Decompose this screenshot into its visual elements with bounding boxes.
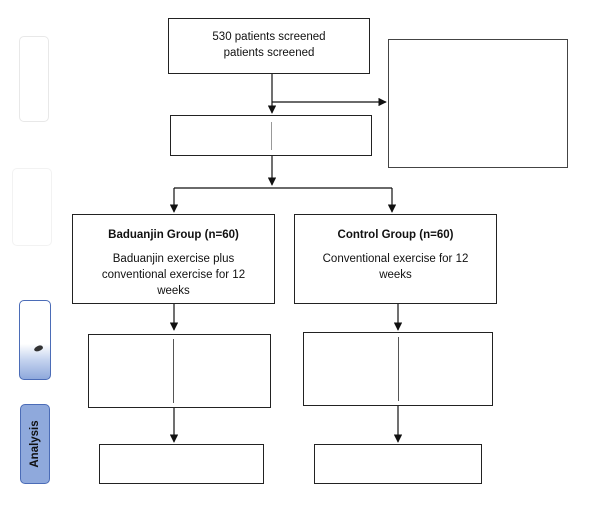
randomisation-inner-line: [271, 122, 272, 150]
side-tab-allocation: [12, 168, 52, 246]
followup-left-inner-line: [173, 339, 174, 403]
baduanjin-group-description: Baduanjin exercise plus conventional exe…: [101, 253, 246, 297]
followup-right-inner-line: [398, 337, 399, 401]
side-tab-follow-up: [19, 300, 51, 380]
baduanjin-group-box: Baduanjin Group (n=60) Baduanjin exercis…: [72, 214, 275, 304]
followup-left-box: [88, 334, 271, 408]
analysis-right-box: [314, 444, 482, 484]
screening-box: 530 patients screened patients screened: [168, 18, 370, 74]
exclusion-box: [388, 39, 568, 168]
control-group-title: Control Group (n=60): [337, 229, 454, 241]
side-tab-analysis: Analysis: [20, 404, 50, 484]
side-tab-enrollment: [19, 36, 49, 122]
control-group-box: Control Group (n=60) Conventional exerci…: [294, 214, 497, 304]
analysis-left-box: [99, 444, 264, 484]
screening-line-1: 530 patients screened: [212, 31, 326, 43]
randomisation-box: [170, 115, 372, 156]
screening-line-2: patients screened: [223, 47, 315, 59]
baduanjin-group-title: Baduanjin Group (n=60): [108, 229, 239, 241]
control-group-description: Conventional exercise for 12 weeks: [322, 253, 469, 281]
followup-right-box: [303, 332, 493, 406]
